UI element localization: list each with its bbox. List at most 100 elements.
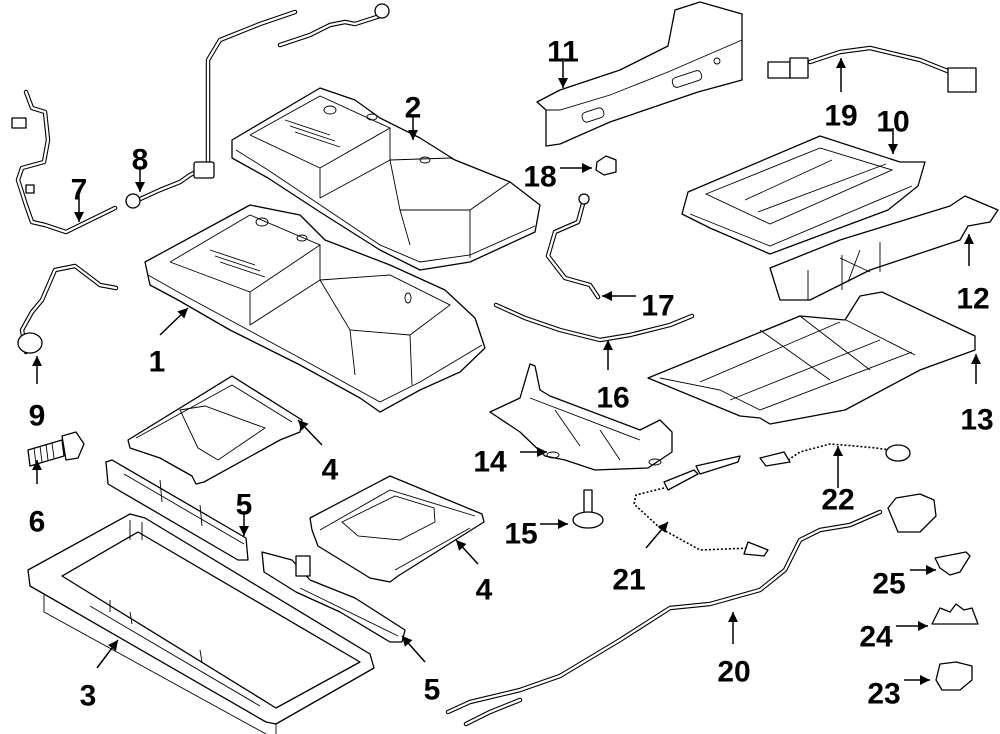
battery-module-rear[interactable] <box>231 87 541 271</box>
arrowhead-icon <box>920 675 930 685</box>
mount-bracket[interactable] <box>489 363 673 471</box>
callout-number: 2 <box>405 92 422 125</box>
side-rail-lower[interactable] <box>261 551 406 643</box>
callout-number: 5 <box>236 489 253 522</box>
floor-panel[interactable] <box>647 291 976 425</box>
callout-floor-panel[interactable]: 13 <box>960 354 994 437</box>
callout-layer: 1234455678910111213141516171819202122232… <box>29 36 994 713</box>
arrowhead-icon <box>833 446 843 456</box>
retainer[interactable] <box>931 603 979 625</box>
callout-number: 11 <box>547 36 579 69</box>
arrowhead-icon <box>603 340 613 350</box>
arrowhead-icon <box>926 565 936 575</box>
bolt[interactable] <box>27 431 85 467</box>
callout-support-bracket[interactable]: 12 <box>956 234 990 316</box>
callout-number: 16 <box>596 382 629 415</box>
arrowhead-icon <box>836 58 846 68</box>
arrowhead-icon <box>408 130 418 140</box>
callout-sensor-wire[interactable]: 21 <box>612 521 669 597</box>
battery-tray[interactable] <box>27 513 375 734</box>
callout-cap[interactable]: 18 <box>523 161 592 194</box>
callout-control-module[interactable]: 10 <box>876 106 910 155</box>
callout-number: 21 <box>612 564 645 597</box>
arrowhead-icon <box>971 354 981 364</box>
callout-cable[interactable]: 16 <box>596 340 630 415</box>
callout-number: 12 <box>956 283 989 316</box>
arrowhead-icon <box>74 212 84 222</box>
callout-ground-strap[interactable]: 22 <box>821 446 855 517</box>
arrowhead-icon <box>558 519 568 529</box>
callout-number: 1 <box>149 346 166 379</box>
ground-strap[interactable] <box>759 443 911 467</box>
callout-number: 13 <box>960 404 993 437</box>
callout-fastener-clip[interactable]: 25 <box>872 565 936 601</box>
callout-number: 25 <box>872 568 905 601</box>
support-bracket[interactable] <box>769 195 999 301</box>
callout-number: 5 <box>424 674 441 707</box>
callout-retainer[interactable]: 24 <box>859 621 928 654</box>
callout-battery-tray[interactable]: 3 <box>80 639 119 713</box>
module-bracket-left[interactable] <box>127 375 303 485</box>
callout-number: 10 <box>876 106 909 139</box>
arrowhead-icon <box>964 234 974 244</box>
arrowhead-icon <box>558 78 568 88</box>
arrowhead-icon <box>135 182 145 192</box>
ground-cable[interactable] <box>545 193 601 300</box>
control-module[interactable] <box>681 135 926 255</box>
stud[interactable] <box>572 489 604 529</box>
callout-number: 8 <box>132 144 149 177</box>
cable-harness-small[interactable] <box>17 263 119 355</box>
callout-junction-block[interactable]: 11 <box>547 36 579 89</box>
callout-number: 23 <box>867 678 900 711</box>
callout-bolt[interactable]: 6 <box>29 460 46 539</box>
arrowhead-icon <box>456 540 467 551</box>
callout-number: 22 <box>821 484 854 517</box>
sensor-wire[interactable] <box>633 455 769 557</box>
callout-battery-module-front[interactable]: 1 <box>149 307 189 379</box>
side-rail-upper[interactable] <box>105 459 249 561</box>
arrowhead-icon <box>888 144 898 154</box>
callout-wiring-harness-left[interactable]: 7 <box>71 174 88 223</box>
callout-number: 3 <box>80 680 97 713</box>
arrowhead-icon <box>657 522 668 533</box>
callout-connector-cable[interactable]: 19 <box>824 58 858 133</box>
junction-block[interactable] <box>536 1 743 147</box>
clip[interactable] <box>935 661 973 691</box>
callout-stud[interactable]: 15 <box>504 518 568 551</box>
arrowhead-icon <box>239 526 249 536</box>
sensor-harness[interactable] <box>125 3 390 209</box>
callout-side-rail-lower[interactable]: 5 <box>401 635 441 707</box>
callout-mount-bracket[interactable]: 14 <box>473 446 547 479</box>
arrowhead-icon <box>602 291 612 301</box>
main-harness[interactable] <box>445 493 937 727</box>
callout-number: 7 <box>71 174 88 207</box>
callout-cable-harness-small[interactable]: 9 <box>29 356 46 433</box>
connector-cable[interactable] <box>767 45 977 93</box>
callout-number: 4 <box>322 454 339 487</box>
callout-number: 4 <box>476 574 493 607</box>
cap[interactable] <box>595 155 617 176</box>
callout-ground-cable[interactable]: 17 <box>602 290 675 323</box>
callout-number: 6 <box>29 506 46 539</box>
callout-clip[interactable]: 23 <box>867 675 930 711</box>
callout-number: 24 <box>859 621 893 654</box>
fastener-clip[interactable] <box>934 551 971 576</box>
wiring-harness-left[interactable] <box>11 89 118 235</box>
callout-module-bracket-left[interactable]: 4 <box>297 419 339 487</box>
cable[interactable] <box>493 302 695 343</box>
callout-battery-module-rear[interactable]: 2 <box>405 92 422 141</box>
module-bracket-right[interactable] <box>309 475 485 583</box>
callout-main-harness[interactable]: 20 <box>717 612 751 689</box>
battery-module-front[interactable] <box>144 204 486 413</box>
callout-number: 19 <box>824 100 857 133</box>
callout-module-bracket-right[interactable]: 4 <box>455 539 493 607</box>
callout-number: 17 <box>641 290 674 323</box>
callout-sensor-harness[interactable]: 8 <box>132 144 149 193</box>
callout-number: 20 <box>717 656 750 689</box>
callout-side-rail-upper[interactable]: 5 <box>236 489 253 537</box>
arrowhead-icon <box>108 640 118 651</box>
arrowhead-icon <box>582 163 592 173</box>
arrowhead-icon <box>402 636 413 647</box>
